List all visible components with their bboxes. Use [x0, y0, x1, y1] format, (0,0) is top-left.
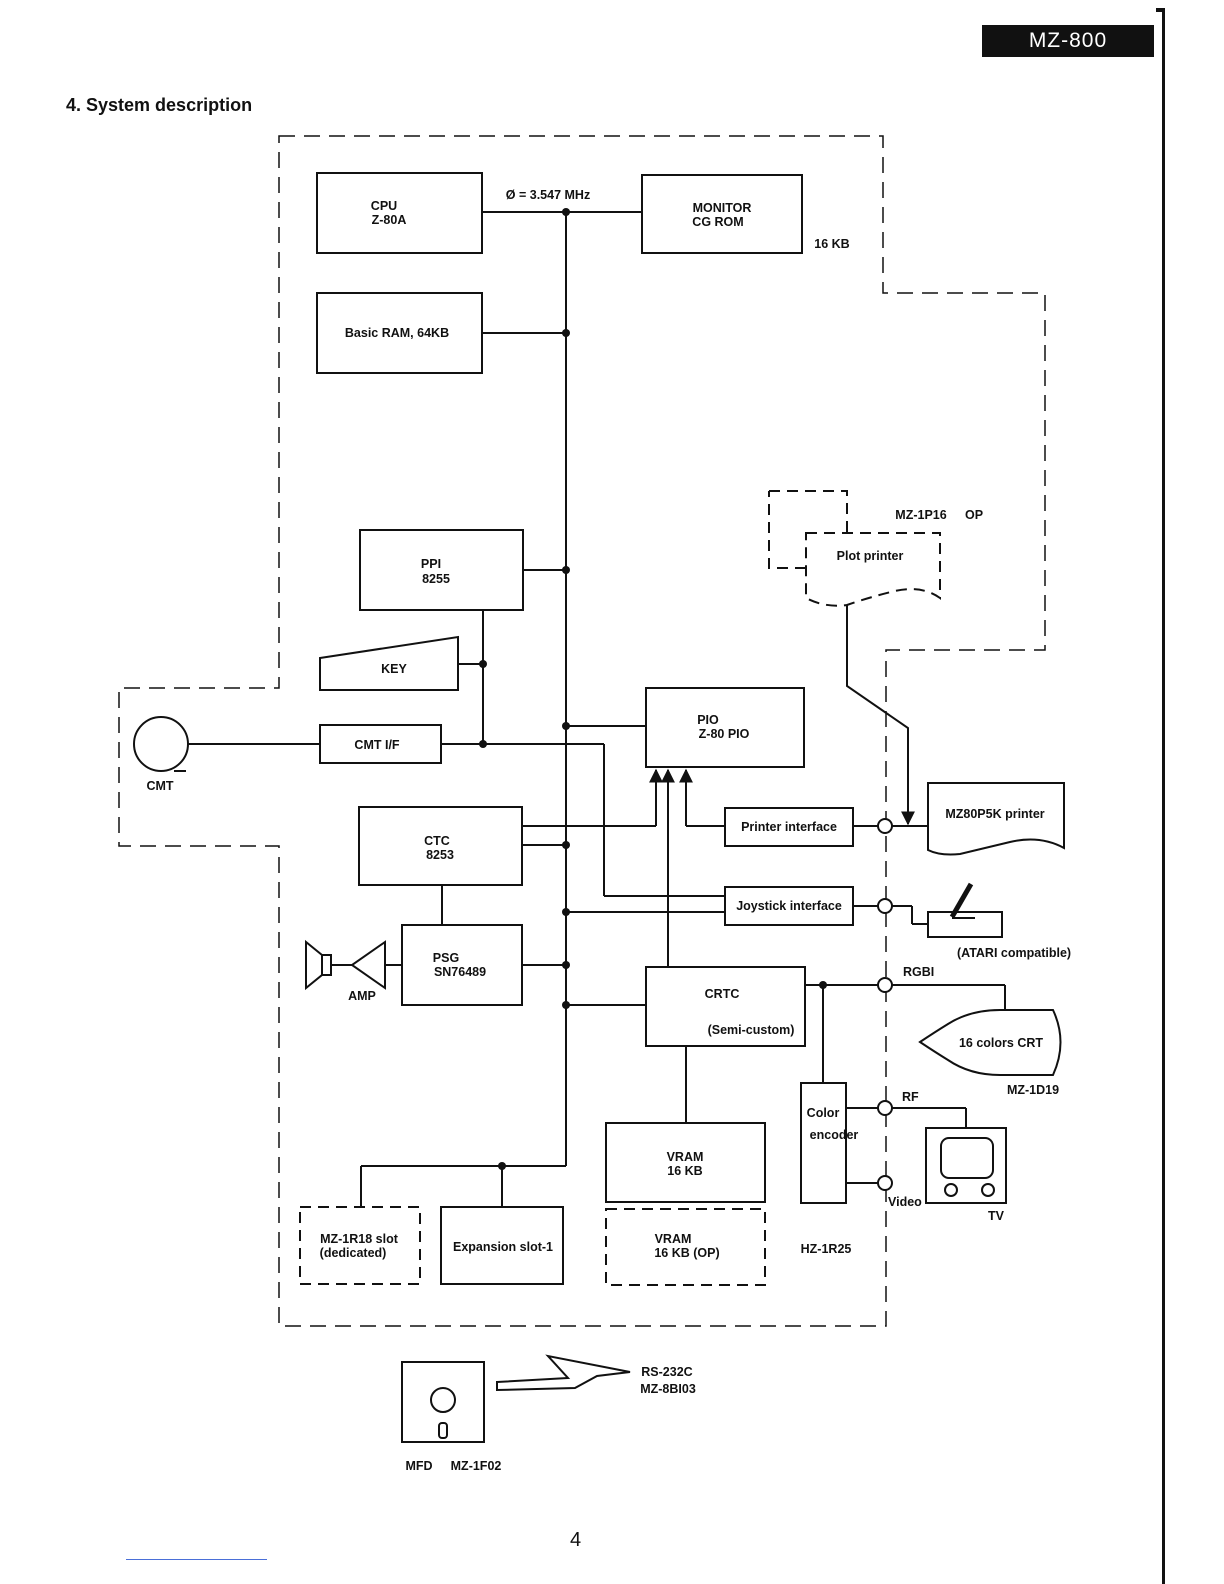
rs232c-link: [496, 1354, 631, 1392]
page-edge-tick: [1156, 8, 1165, 12]
vram-op-label-2: 16 KB (OP): [654, 1246, 719, 1260]
section-title: 4. System description: [66, 95, 253, 115]
rom-size-label: 16 KB: [814, 237, 849, 251]
mz1r18-slot-block: [299, 1206, 421, 1285]
vram-block: [605, 1122, 766, 1203]
crtc-label-1: CRTC: [705, 987, 740, 1001]
monitor-rom-block: [641, 174, 803, 254]
plot-printer-model-label: MZ-1P16: [895, 508, 946, 522]
crt-model-label: MZ-1D19: [1007, 1083, 1059, 1097]
video-label: Video: [888, 1195, 922, 1209]
mfd-label: MFD: [405, 1459, 432, 1473]
ppi-label-2: 8255: [422, 572, 450, 586]
system-boundary: [118, 135, 1046, 1327]
vram-label-1: VRAM: [667, 1150, 704, 1164]
ppi-block: [359, 529, 524, 611]
rs232c-model-label: MZ-8BI03: [640, 1382, 696, 1396]
tv-label: TV: [988, 1209, 1005, 1223]
joystick-icon: [927, 882, 1003, 938]
key-block: [319, 635, 459, 691]
page-number: 4: [570, 1529, 582, 1551]
hz1r25-label: HZ-1R25: [801, 1242, 852, 1256]
plot-printer-front: [805, 532, 941, 607]
key-label: KEY: [381, 662, 407, 676]
tv-icon: [925, 1127, 1007, 1204]
cpu-block: [316, 172, 483, 254]
plot-printer-op-label: OP: [965, 508, 983, 522]
monitor-label-2: CG ROM: [692, 215, 743, 229]
cmt-if-block: [319, 724, 442, 764]
crtc-block: [645, 966, 806, 1047]
cpu-label-1: CPU: [371, 199, 397, 213]
basic-ram-label: Basic RAM, 64KB: [345, 326, 449, 340]
joystick-interface-block: [724, 886, 854, 926]
pio-block: [645, 687, 805, 768]
printer-interface-block: [724, 807, 854, 847]
ppi-label-1: PPI: [421, 557, 441, 571]
speaker-icon: [305, 939, 386, 991]
vram-op-label-1: VRAM: [655, 1232, 692, 1246]
bus-junctions: [479, 208, 827, 1170]
floppy-drive-icon: [401, 1361, 485, 1443]
model-badge: MZ-800: [982, 25, 1154, 57]
pio-label-1: PIO: [697, 713, 719, 727]
expansion-slot-label: Expansion slot-1: [453, 1240, 553, 1254]
mz80p5k-printer-icon: [927, 782, 1065, 856]
plot-printer-label: Plot printer: [837, 549, 904, 563]
crtc-label-2: (Semi-custom): [708, 1023, 795, 1037]
page-edge-bar: [1162, 8, 1165, 1584]
connectors: [877, 818, 893, 1191]
cmt-label: CMT: [146, 779, 173, 793]
cmt-tape-icon: [133, 716, 189, 772]
ctc-block: [358, 806, 523, 886]
psg-label-1: PSG: [433, 951, 459, 965]
color-encoder-label-2: encoder: [810, 1128, 859, 1142]
cpu-label-2: Z-80A: [372, 213, 407, 227]
joystick-interface-label: Joystick interface: [736, 899, 842, 913]
basic-ram-block: [316, 292, 483, 374]
pio-label-2: Z-80 PIO: [699, 727, 750, 741]
color-encoder-block: [800, 1082, 847, 1204]
psg-label-2: SN76489: [434, 965, 486, 979]
amp-label: AMP: [348, 989, 376, 1003]
vram-op-block: [605, 1208, 766, 1286]
cmt-if-label: CMT I/F: [354, 738, 399, 752]
clock-label: Ø = 3.547 MHz: [506, 188, 590, 202]
monitor-label-1: MONITOR: [693, 201, 752, 215]
atari-label: (ATARI compatible): [957, 946, 1071, 960]
expansion-slot-block: [440, 1206, 564, 1285]
ctc-label-1: CTC: [424, 834, 450, 848]
plot-printer-back: [768, 490, 848, 569]
mfd-model-label: MZ-1F02: [451, 1459, 502, 1473]
color-encoder-label-1: Color: [807, 1106, 840, 1120]
printer-interface-label: Printer interface: [741, 820, 837, 834]
vram-label-2: 16 KB: [667, 1164, 702, 1178]
crt-monitor-icon: [918, 1009, 1062, 1076]
mz1r18-label-2: (dedicated): [320, 1246, 387, 1260]
bus-lines: [188, 211, 1006, 1207]
mz1r18-label-1: MZ-1R18 slot: [320, 1232, 399, 1246]
crt-label: 16 colors CRT: [959, 1036, 1043, 1050]
mz80p5k-label: MZ80P5K printer: [945, 807, 1044, 821]
rs232c-label: RS-232C: [641, 1365, 692, 1379]
psg-block: [401, 924, 523, 1006]
rf-label: RF: [902, 1090, 919, 1104]
ctc-label-2: 8253: [426, 848, 454, 862]
footer-rule: [126, 1559, 267, 1560]
rgbi-label: RGBI: [903, 965, 934, 979]
